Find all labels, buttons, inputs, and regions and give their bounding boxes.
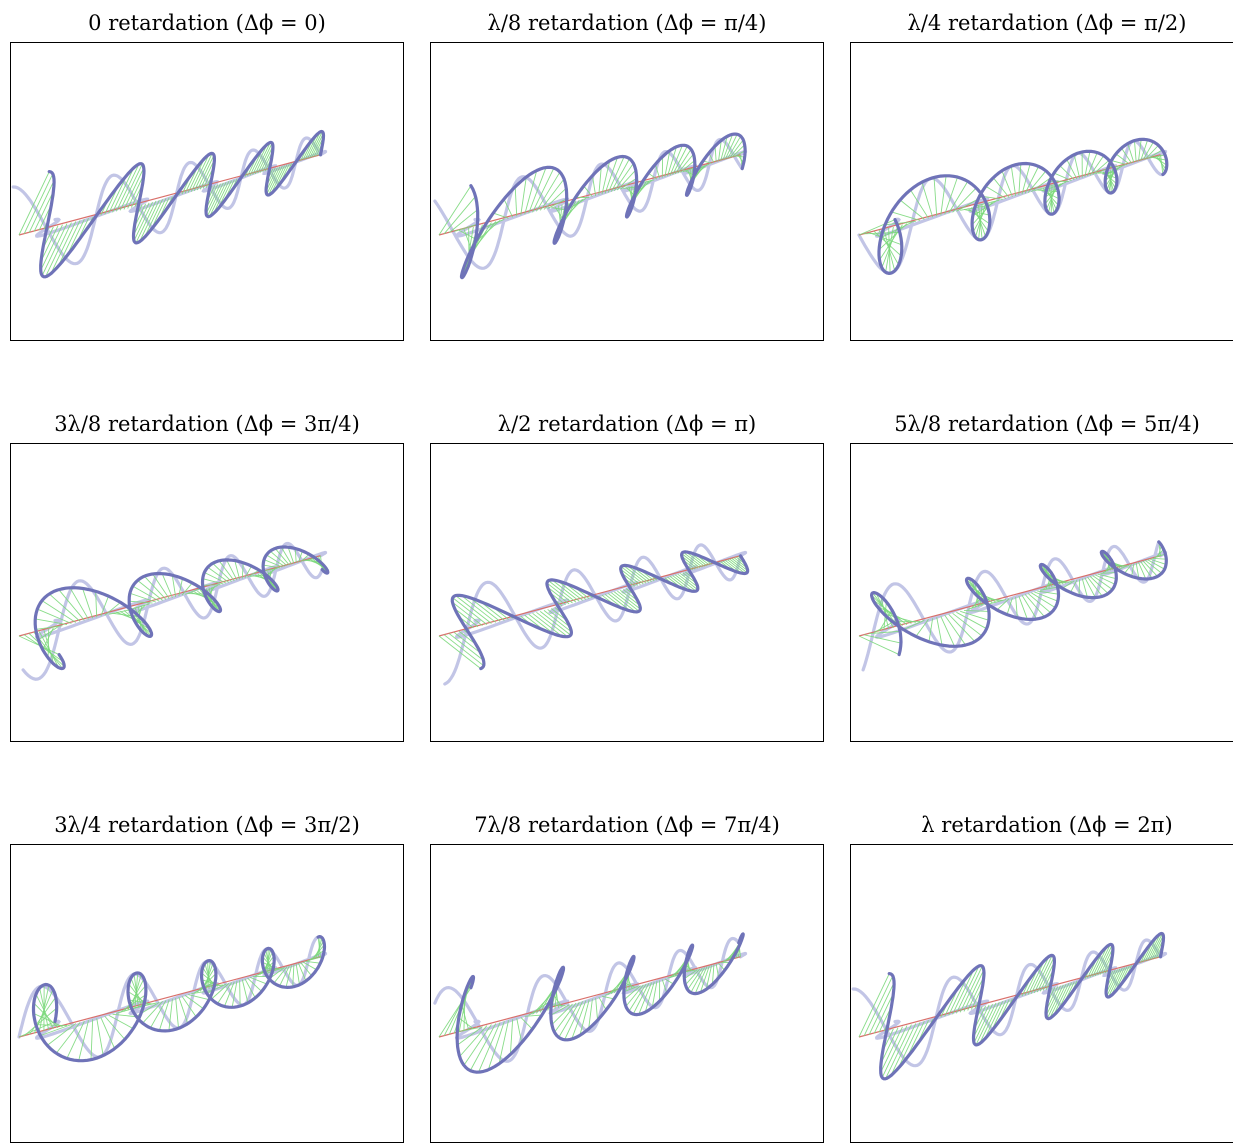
y-component-curve [23,544,322,680]
field-vector [993,178,1009,198]
field-vector [934,177,937,216]
wave-plot-frame [10,844,404,1143]
panel: λ/2 retardation (Δϕ = π) [430,407,824,747]
field-vector [1134,141,1136,162]
field-vector [922,182,933,217]
field-vector [296,964,299,985]
panel: 7λ/8 retardation (Δϕ = 7π/4) [430,808,824,1148]
wave-plot [11,845,403,1142]
panel-title: 3λ/8 retardation (Δϕ = 3π/4) [10,407,404,441]
field-vector [162,574,172,598]
wave-plot-frame [850,844,1233,1143]
field-vector [510,1019,512,1054]
x-component-curve [457,553,746,638]
wave-plot-frame [10,42,404,341]
wave-plot [431,43,823,340]
field-vectors [439,934,743,1072]
field-vector [596,998,598,1020]
wave-plot [851,845,1233,1142]
field-vector [592,176,595,196]
field-vector [49,594,80,621]
field-vector [986,186,1006,198]
field-vector [517,1018,522,1042]
panel-title: λ retardation (Δϕ = 2π) [850,808,1233,842]
y-component-curve [435,140,742,269]
field-vector [599,167,601,195]
field-vector [203,585,221,586]
propagation-axis [439,957,741,1037]
resultant-field-curve [457,934,743,1072]
resultant-field-curve [872,542,1167,655]
wave-plot-frame [850,443,1233,742]
field-vector [715,146,716,162]
field-vector [1138,562,1145,579]
field-vector [83,588,93,618]
resultant-field-curve [462,134,746,278]
panel: 3λ/8 retardation (Δϕ = 3π/4) [10,407,404,747]
field-vector [1019,596,1028,619]
field-vectors [859,542,1166,655]
panel-title: 5λ/8 retardation (Δϕ = 5π/4) [850,407,1233,441]
panel-title: λ/8 retardation (Δϕ = π/4) [430,6,824,40]
field-vector [1011,166,1015,196]
wave-plot [851,43,1233,340]
field-vector [515,187,517,216]
wave-plot [11,43,403,340]
field-vector [941,176,946,216]
wave-plot-frame [10,443,404,742]
panel-title: λ/4 retardation (Δϕ = π/2) [850,6,1233,40]
wave-plot [11,444,403,741]
field-vector [1128,144,1134,163]
field-vector [109,1015,133,1028]
field-vector [97,1018,103,1055]
y-component-curve [859,141,1163,273]
field-vector [176,998,179,1028]
panel: 5λ/8 retardation (Δϕ = 5π/4) [850,407,1233,747]
wave-plot [431,845,823,1142]
panel-title: 0 retardation (Δϕ = 0) [10,6,404,40]
x-component-curve [37,152,326,237]
field-vector [941,616,955,646]
x-component-curve [877,553,1166,638]
panel-title: 7λ/8 retardation (Δϕ = 7π/4) [430,808,824,842]
panel: 3λ/4 retardation (Δϕ = 3π/2) [10,808,404,1148]
wave-plot [851,444,1233,741]
panel-title: 3λ/4 retardation (Δϕ = 3π/2) [10,808,404,842]
wave-plot-frame [430,42,824,341]
wave-plot-frame [430,844,824,1143]
panel: λ retardation (Δϕ = 2π) [850,808,1233,1148]
wave-plot-frame [850,42,1233,341]
field-vector [179,997,188,1024]
field-vector [859,636,899,655]
wave-plot-frame [430,443,824,742]
panel: λ/4 retardation (Δϕ = π/2) [850,6,1233,346]
panel: λ/8 retardation (Δϕ = π/4) [430,6,824,346]
x-component-curve [877,954,1166,1039]
y-component-curve [863,542,1159,670]
wave-plot [431,444,823,741]
x-component-curve [457,954,746,1039]
panel-title: λ/2 retardation (Δϕ = π) [430,407,824,441]
field-vectors [439,134,745,277]
panel: 0 retardation (Δϕ = 0) [10,6,404,346]
field-vectors [19,547,328,668]
